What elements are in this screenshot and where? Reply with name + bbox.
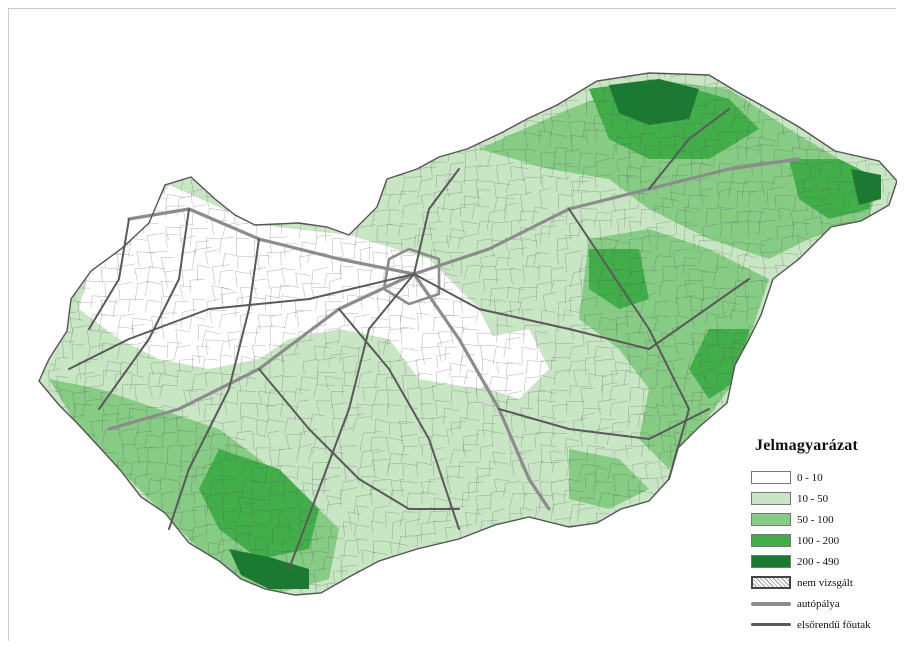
legend-item-class-4: 100 - 200	[751, 530, 901, 551]
region-class-200-490-south	[229, 549, 309, 589]
legend-item-not-examined: nem vizsgált	[751, 572, 901, 593]
primary-road-3	[413, 168, 460, 275]
legend-item-motorway: autópálya	[751, 593, 901, 614]
region-class-0-10-east	[479, 329, 549, 399]
legend-swatch-class-3	[751, 513, 791, 526]
legend-title: Jelmagyarázat	[755, 437, 859, 454]
legend-label-class-3: 50 - 100	[797, 513, 834, 526]
map-legend: Jelmagyarázat 0 - 10 10 - 50 50 - 100 10…	[751, 437, 901, 635]
region-class-200-490-east	[851, 169, 881, 205]
region-class-50-100-center-south	[569, 449, 649, 509]
region-class-100-200-tisza	[589, 249, 649, 309]
legend-label-class-4: 100 - 200	[797, 534, 840, 547]
region-class-50-100-north	[479, 79, 879, 259]
legend-label-not-examined: nem vizsgált	[797, 576, 853, 589]
map-frame: Jelmagyarázat 0 - 10 10 - 50 50 - 100 10…	[8, 8, 897, 641]
motorway-m0	[382, 247, 441, 306]
legend-item-class-2: 10 - 50	[751, 488, 901, 509]
choropleth-map	[38, 72, 897, 596]
legend-label-motorway: autópálya	[797, 597, 840, 610]
legend-swatch-class-4	[751, 534, 791, 547]
region-class-200-490-north	[609, 79, 699, 125]
legend-swatch-class-1	[751, 471, 791, 484]
legend-label-primary-road: elsőrendű főutak	[797, 618, 871, 631]
region-class-0-10-central	[79, 185, 509, 389]
legend-item-class-1: 0 - 10	[751, 467, 901, 488]
legend-item-class-5: 200 - 490	[751, 551, 901, 572]
road-network	[68, 108, 801, 570]
legend-swatch-not-examined	[751, 576, 791, 589]
primary-road-8	[98, 208, 190, 410]
legend-label-class-2: 10 - 50	[797, 492, 829, 505]
country-outline	[38, 72, 897, 596]
legend-line-primary-road	[751, 623, 791, 626]
legend-item-primary-road: elsőrendű főutak	[751, 614, 901, 635]
motorway-m3	[412, 157, 801, 276]
primary-road-7	[498, 408, 710, 440]
primary-road-4	[68, 273, 415, 370]
region-class-100-200-southwest	[199, 449, 319, 559]
primary-road-6	[568, 208, 690, 480]
primary-road-1	[288, 273, 415, 570]
primary-road-9	[648, 108, 730, 190]
legend-swatch-class-5	[751, 555, 791, 568]
primary-road-2	[413, 273, 750, 350]
legend-item-class-3: 50 - 100	[751, 509, 901, 530]
legend-swatch-class-2	[751, 492, 791, 505]
legend-label-class-5: 200 - 490	[797, 555, 840, 568]
primary-road-10	[338, 308, 460, 530]
legend-line-motorway	[751, 601, 791, 606]
primary-road-5	[168, 238, 260, 530]
primary-road-12	[88, 218, 130, 330]
primary-road-11	[258, 368, 460, 510]
legend-label-class-1: 0 - 10	[797, 471, 823, 484]
